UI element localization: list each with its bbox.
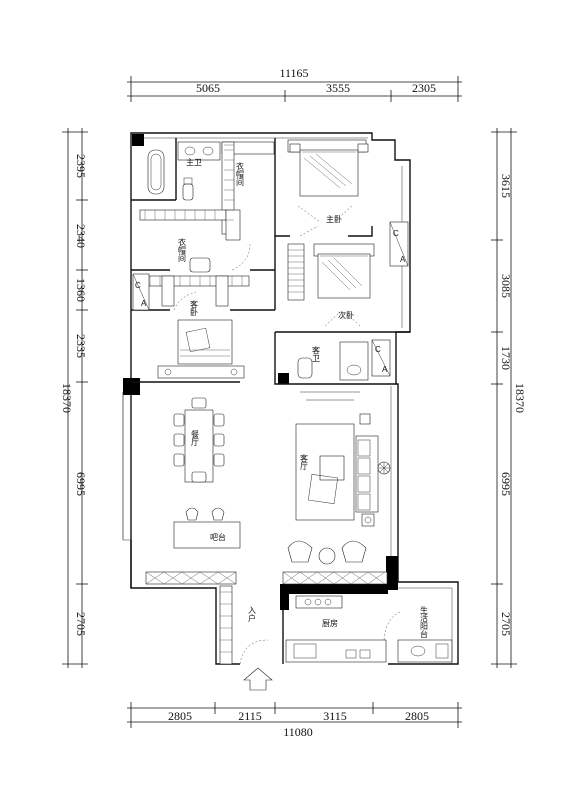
room-label-kitchen: 厨房 [322,618,338,628]
room-label-master-bedroom: 主卧 [326,214,342,224]
bar-stool-icon [185,507,199,521]
left-total-dimension: 18370 [60,383,74,413]
marker-c-icon-3: C [375,345,381,354]
top-dimension-3: 2305 [412,81,436,95]
kitchen-counter-icon [285,639,387,663]
bottom-total-dimension: 11080 [283,725,313,739]
entry-arrow-icon [243,667,273,691]
dining-area: 餐厅 [122,392,225,540]
plant-icon [359,413,371,425]
toilet-icon [182,183,194,201]
marker-c-icon: C [393,229,399,238]
left-dimension-4: 2335 [74,334,88,358]
marker-a-icon-3: A [382,365,388,374]
column-top-left [132,134,144,146]
bottom-dimension-line: 2805 2115 3115 2805 11080 [127,702,462,739]
column-kitchen-right [386,556,398,590]
second-bedroom: 次卧 C A [287,221,409,327]
bottom-dimension-3: 3115 [323,709,347,723]
kitchen-wall-block [280,584,388,594]
wardrobe-icon [287,243,305,301]
armchair-icon-2 [341,540,367,563]
right-dimension-line: 3615 3085 1730 6995 2705 18370 [491,128,527,668]
right-dimension-2: 3085 [499,274,513,298]
marker-c-icon-2: C [135,281,141,290]
bottom-dimension-4: 2805 [405,709,429,723]
bathtub-icon [147,149,165,195]
room-label-bar: 吧台 [210,532,226,542]
interior-walls [130,138,410,588]
dining-table-icon [184,409,214,483]
room-label-living: 客厅 [300,453,309,470]
left-dimension-3: 1360 [74,278,88,302]
top-dimension-2: 3555 [326,81,350,95]
room-label-balcony: 生活阳台 [420,605,429,639]
armchair-icon [287,540,313,563]
closet-2: 衣帽间 [134,237,251,307]
marker-a-icon: A [400,255,406,264]
right-dimension-5: 2705 [499,612,513,636]
shower-icon [339,341,369,381]
chair-icon [189,257,211,273]
closet-1: 衣帽间 [139,141,275,241]
left-dimension-line: 2395 2340 1360 2335 6995 2705 18370 [60,128,88,668]
room-label-guest-bedroom: 客卧 [190,299,199,317]
left-dimension-2: 2340 [74,224,88,248]
living-area: 客厅 [287,391,391,565]
right-dimension-3: 1730 [499,346,513,370]
right-dimension-1: 3615 [499,174,513,198]
side-table-icon [361,513,375,527]
room-label-second-bedroom: 次卧 [338,310,354,320]
coffee-table-icon [319,455,345,481]
room-label-master-bath: 主卫 [186,157,202,167]
room-label-closet-1: 衣帽间 [236,161,245,187]
bed-icon-3 [177,319,233,365]
column-mid-left [123,378,140,395]
cabinet-row-left [145,571,237,665]
master-bedroom: 主卧 [287,139,369,237]
entrance: 入户 [239,606,273,691]
column-mid-center [278,373,289,384]
toilet-icon-2 [297,357,313,379]
master-bath: 主卫 [147,141,221,201]
right-total-dimension: 18370 [513,383,527,413]
left-dimension-6: 2705 [74,612,88,636]
kitchen: 厨房 [285,595,401,663]
top-dimension-line: 11165 5065 3555 2305 [127,66,462,102]
top-total-dimension: 11165 [279,66,308,80]
bed-footboard [157,365,245,379]
bar-stool-icon-2 [211,507,225,521]
guest-bedroom: C A 客卧 [132,273,245,379]
room-label-dining: 餐厅 [191,430,200,446]
room-label-entrance: 入户 [248,606,257,623]
vanity-icon [177,141,221,161]
top-dimension-1: 5065 [196,81,220,95]
bar-area: 吧台 [173,507,241,549]
bed-icon [299,149,359,197]
marker-a-icon-2: A [141,299,147,308]
stove-icon [295,595,343,609]
right-dimension-4: 6995 [499,472,513,496]
balcony: 生活阳台 [397,587,453,664]
bottom-dimension-2: 2115 [238,709,262,723]
kitchen-wall-column [280,584,289,610]
round-table-icon [318,547,336,565]
cabinet-row-right [282,571,388,585]
left-dimension-1: 2395 [74,154,88,178]
room-label-guest-bath: 客卫 [312,345,321,362]
bottom-dimension-1: 2805 [168,709,192,723]
guest-bath: C A 客卫 [297,339,391,381]
bar-counter-icon [173,521,241,549]
left-dimension-5: 6995 [74,472,88,496]
room-label-closet-2: 衣帽间 [178,237,187,263]
